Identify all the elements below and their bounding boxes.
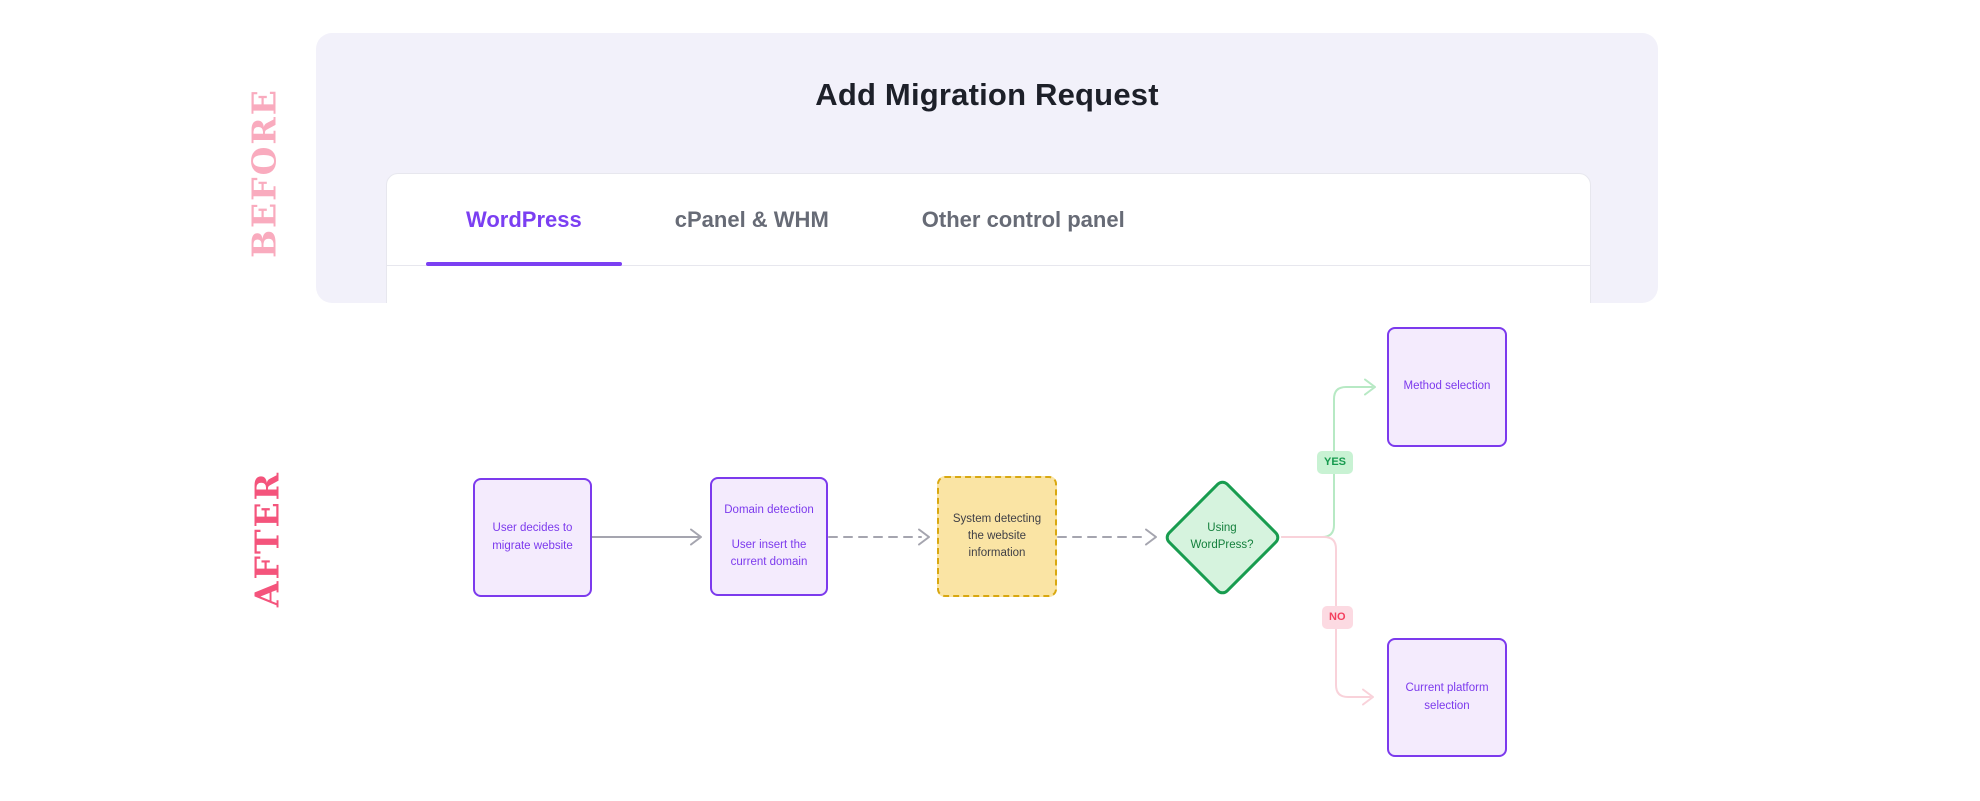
flow-node-method-selection: Method selection [1387,327,1507,447]
branch-label-yes: YES [1317,451,1354,474]
flow-node-domain-detection: Domain detection User insert the current… [710,477,828,596]
arrow-domain-to-system [828,528,930,546]
arrow-start-to-domain [591,528,702,546]
tab-cpanel-whm[interactable]: cPanel & WHM [674,206,829,232]
migration-tabs-card: WordPress cPanel & WHM Other control pan… [386,173,1591,303]
tab-other-control-panel[interactable]: Other control panel [921,206,1125,232]
before-panel: Add Migration Request WordPress cPanel &… [316,33,1658,303]
branch-label-no: NO [1322,606,1353,629]
flow-node-decision-label: Using WordPress? [1190,521,1254,551]
arrow-system-to-decision [1057,528,1157,546]
flow-node-user-decides: User decides to migrate website [473,478,592,597]
flow-node-platform-selection: Current platform selection [1387,638,1507,757]
page-title: Add Migration Request [815,77,1159,112]
tab-wordpress[interactable]: WordPress [426,174,622,266]
flow-node-system-detecting: System detecting the website information [937,476,1057,597]
tab-bar: WordPress cPanel & WHM Other control pan… [387,174,1590,266]
